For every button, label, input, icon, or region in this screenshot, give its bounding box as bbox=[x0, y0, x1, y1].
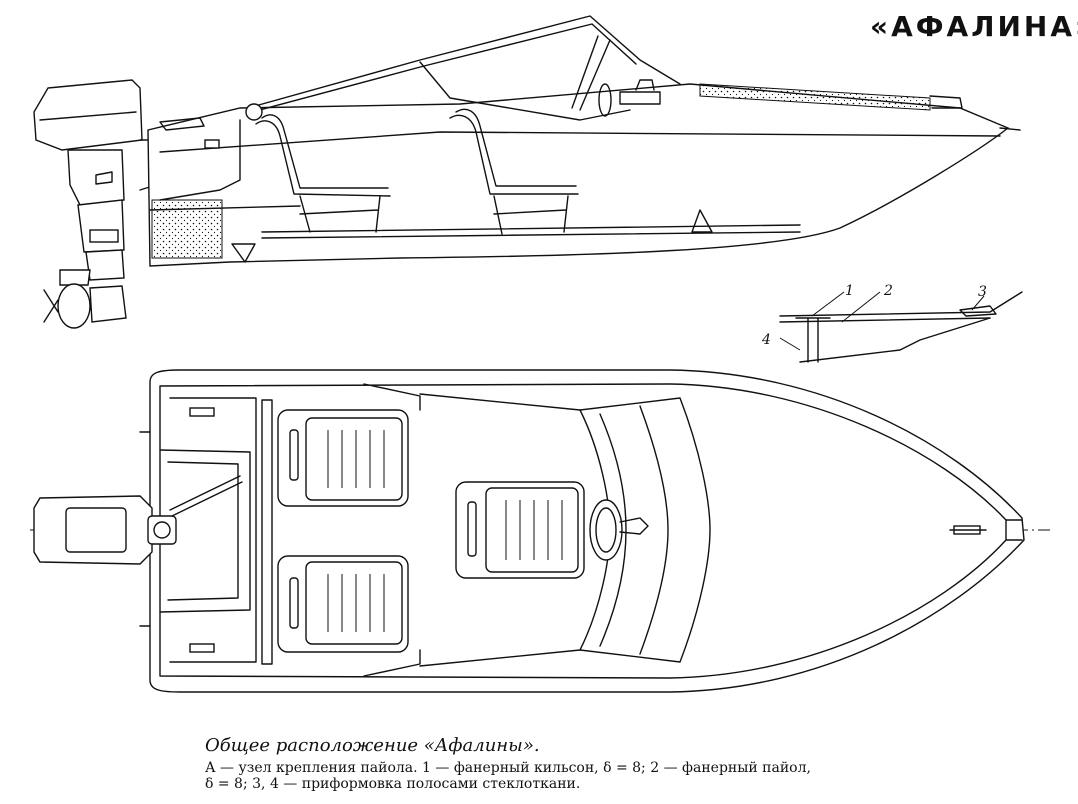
seat-front-top bbox=[455, 481, 585, 579]
boat-drawing: 1 2 3 4 bbox=[30, 15, 1050, 693]
windscreen-top bbox=[419, 393, 711, 667]
caption-heading: Общее расположение «Афалины». bbox=[205, 735, 540, 756]
seat-front-side bbox=[449, 108, 579, 235]
caption-line-2: δ = 8; 3, 4 — приформовка полосами стекл… bbox=[205, 776, 581, 792]
callout-2: 2 bbox=[883, 283, 893, 299]
seat-rear-left-top bbox=[277, 409, 409, 507]
drawing-title: «АФАЛИНА» bbox=[870, 10, 1078, 43]
side-view bbox=[33, 15, 1021, 329]
outboard-motor-side bbox=[33, 79, 157, 329]
callout-1: 1 bbox=[845, 283, 854, 299]
figure-caption: Общее расположение «Афалины». А — узел к… bbox=[205, 735, 1065, 792]
windscreen-side bbox=[245, 15, 681, 121]
outboard-motor-top bbox=[33, 475, 243, 565]
callout-4: 4 bbox=[761, 332, 771, 348]
top-view bbox=[30, 369, 1050, 693]
seat-rear-side bbox=[255, 114, 391, 233]
hull-side bbox=[147, 83, 1010, 267]
callout-3: 3 bbox=[978, 284, 987, 300]
detail-floor-attachment: 1 2 3 4 bbox=[761, 283, 1023, 363]
hull-top bbox=[149, 369, 1025, 693]
seat-rear-right-top bbox=[277, 555, 409, 653]
caption-line-1: А — узел крепления пайола. 1 — фанерный … bbox=[205, 760, 811, 776]
